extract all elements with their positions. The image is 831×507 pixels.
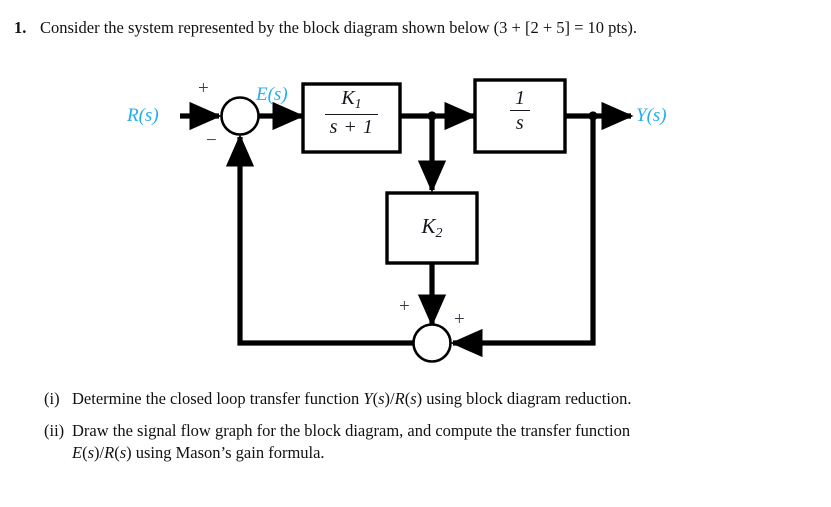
k1-block-content: K1 s + 1 bbox=[303, 88, 400, 138]
sum2-plus-left-sign: + bbox=[399, 296, 410, 317]
error-signal-label: E(s) bbox=[256, 84, 288, 105]
subquestion-i-line-1: Determine the closed loop transfer funct… bbox=[72, 389, 632, 408]
integrator-numerator: 1 bbox=[515, 87, 525, 109]
sum1-plus-sign: + bbox=[198, 78, 209, 99]
k1-fraction-bar bbox=[324, 114, 379, 116]
k1-numerator: K1 bbox=[325, 88, 379, 113]
sum1-minus-sign: − bbox=[206, 130, 217, 151]
question-header: 1. Consider the system represented by the… bbox=[14, 18, 814, 39]
output-signal-label: Y(s) bbox=[636, 105, 667, 126]
k2-gain-symbol: K bbox=[421, 214, 436, 238]
k2-block-content: K2 bbox=[387, 214, 477, 242]
k1-fraction: K1 s + 1 bbox=[324, 88, 379, 139]
k2-gain-subscript: 2 bbox=[435, 225, 443, 241]
integrator-fraction-bar bbox=[510, 110, 530, 112]
k1-numerator-symbol: K bbox=[341, 87, 355, 109]
subquestion-ii-line-2: E(s)/R(s) using Mason’s gain formula. bbox=[72, 442, 325, 462]
question-number: 1. bbox=[14, 18, 27, 37]
sum2-plus-right-sign: + bbox=[454, 309, 465, 330]
subquestion-ii-body: Draw the signal flow graph for the block… bbox=[72, 420, 819, 463]
wire-feedback-to-sum1 bbox=[225, 134, 413, 346]
block-diagram-svg bbox=[180, 78, 634, 363]
integrator-denominator: s bbox=[515, 112, 525, 135]
integrator-fraction: 1 s bbox=[510, 88, 530, 134]
subquestion-ii: (ii) Draw the signal flow graph for the … bbox=[14, 420, 819, 463]
question-text: Consider the system represented by the b… bbox=[40, 18, 638, 37]
block-diagram: R(s) E(s) Y(s) + − + + K1 s + 1 1 s K2 bbox=[0, 62, 831, 372]
subquestion-i-body: Determine the closed loop transfer funct… bbox=[72, 388, 819, 409]
subquestion-ii-marker: (ii) bbox=[44, 421, 65, 441]
subquestion-ii-line-1: Draw the signal flow graph for the block… bbox=[72, 421, 631, 441]
k1-numerator-subscript: 1 bbox=[354, 96, 362, 112]
subquestion-i-marker: (i) bbox=[44, 389, 60, 408]
k1-denominator: s + 1 bbox=[329, 116, 374, 139]
subquestion-list: (i) Determine the closed loop transfer f… bbox=[14, 388, 819, 474]
input-signal-label: R(s) bbox=[127, 105, 159, 126]
feedback-summing-junction bbox=[412, 323, 452, 363]
subquestion-i: (i) Determine the closed loop transfer f… bbox=[14, 388, 819, 409]
wire-output-feedback-path bbox=[450, 116, 596, 358]
integrator-block-content: 1 s bbox=[475, 88, 565, 134]
input-summing-junction bbox=[220, 96, 260, 136]
